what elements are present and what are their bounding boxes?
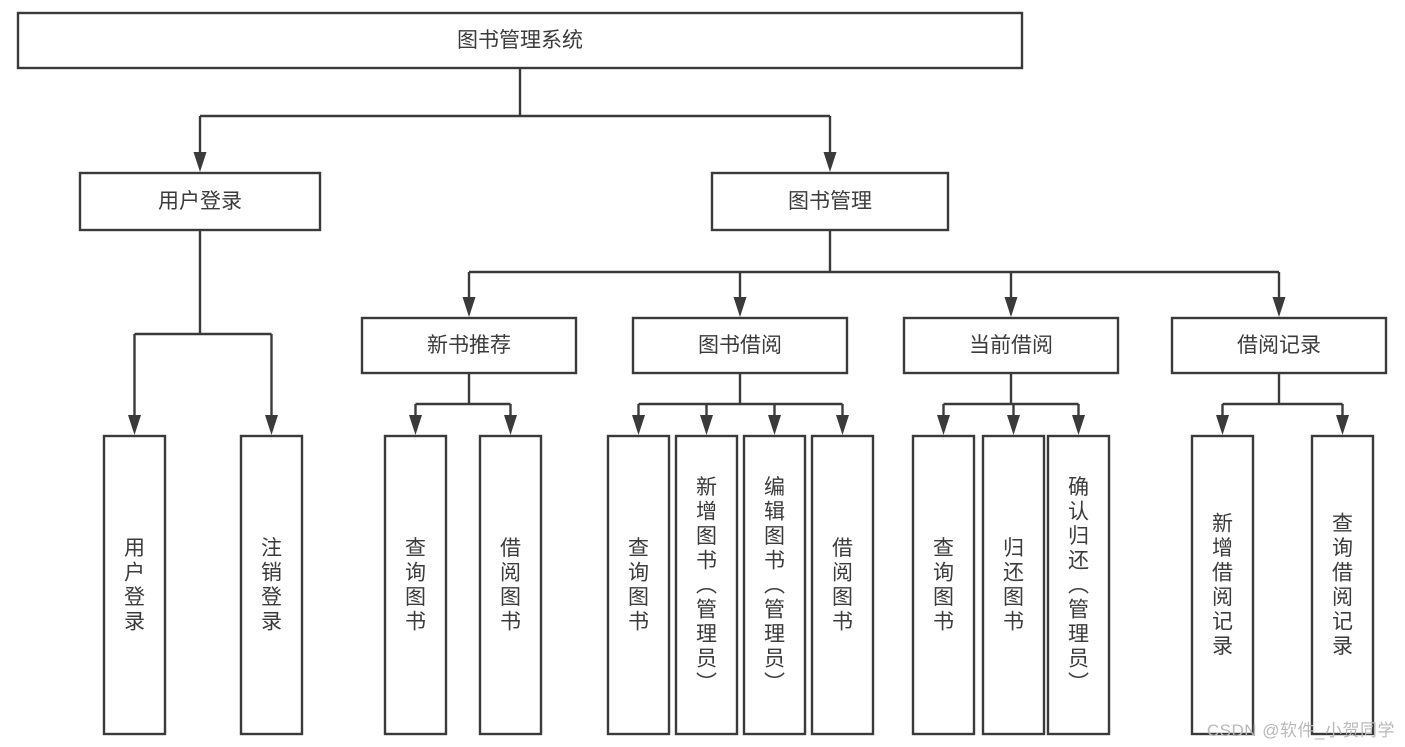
node-label-new-book-recommend: 新书推荐 <box>427 334 511 357</box>
edge-group-borrow-record <box>1216 373 1349 435</box>
arrow-head-icon <box>700 415 713 435</box>
arrow-head-icon <box>1072 415 1085 435</box>
node-leaf-add-book[interactable]: 新增图书︵管理员︶ <box>674 434 739 736</box>
node-book-borrow[interactable]: 图书借阅 <box>631 316 849 375</box>
arrow-head-icon <box>733 297 747 317</box>
node-label-user-login: 用户登录 <box>158 190 242 213</box>
node-box-leaf-confirm-return[interactable] <box>1046 434 1111 736</box>
node-label-leaf-logout: 注销登录 <box>261 537 282 634</box>
node-leaf-edit-book[interactable]: 编辑图书︵管理员︶ <box>742 434 807 736</box>
arrow-head-icon <box>504 415 517 435</box>
edge-group-new-book-recommend <box>409 373 517 435</box>
node-leaf-logout[interactable]: 注销登录 <box>239 434 304 736</box>
node-label-leaf-edit-book: 编辑图书︵管理员︶ <box>764 476 785 695</box>
node-box-leaf-query-book-1[interactable] <box>383 434 448 736</box>
arrow-head-icon <box>836 415 849 435</box>
arrow-head-icon <box>409 415 422 435</box>
node-box-book-manage[interactable] <box>710 171 950 232</box>
connector-layer <box>128 68 1349 435</box>
arrow-head-icon <box>1216 415 1229 435</box>
node-label-borrow-record: 借阅记录 <box>1237 334 1321 357</box>
node-box-new-book-recommend[interactable] <box>360 316 578 375</box>
edge-group-book-borrow <box>632 373 849 435</box>
node-current-borrow[interactable]: 当前借阅 <box>902 316 1120 375</box>
node-box-leaf-query-book-2[interactable] <box>606 434 671 736</box>
node-borrow-record[interactable]: 借阅记录 <box>1170 316 1388 375</box>
node-label-leaf-return-book: 归还图书 <box>1003 537 1024 634</box>
arrow-head-icon <box>193 152 207 172</box>
arrow-head-icon <box>128 415 141 435</box>
node-box-leaf-add-book[interactable] <box>674 434 739 736</box>
node-leaf-borrow-book-2[interactable]: 借阅图书 <box>810 434 875 736</box>
edge-group-current-borrow <box>937 373 1085 435</box>
node-box-borrow-record[interactable] <box>1170 316 1388 375</box>
arrow-head-icon <box>768 415 781 435</box>
node-label-leaf-query-book-2: 查询图书 <box>628 537 649 634</box>
node-label-current-borrow: 当前借阅 <box>969 334 1053 357</box>
node-user-login[interactable]: 用户登录 <box>78 171 322 232</box>
node-box-book-borrow[interactable] <box>631 316 849 375</box>
node-box-leaf-logout[interactable] <box>239 434 304 736</box>
edge-group-root <box>193 68 837 172</box>
node-label-leaf-confirm-return: 确认归还︵管理员︶ <box>1068 476 1089 695</box>
node-label-leaf-borrow-book-1: 借阅图书 <box>500 537 521 634</box>
arrow-head-icon <box>1004 297 1018 317</box>
node-leaf-query-book-2[interactable]: 查询图书 <box>606 434 671 736</box>
arrow-head-icon <box>1007 415 1020 435</box>
edge-group-book-manage <box>462 230 1286 317</box>
edge-group-user-login <box>128 230 278 435</box>
node-book-manage[interactable]: 图书管理 <box>710 171 950 232</box>
node-box-leaf-borrow-book-2[interactable] <box>810 434 875 736</box>
node-label-leaf-user-login: 用户登录 <box>124 537 145 634</box>
node-leaf-add-record[interactable]: 新增借阅记录 <box>1190 434 1255 736</box>
node-layer: 图书管理系统用户登录图书管理新书推荐图书借阅当前借阅借阅记录用户登录注销登录查询… <box>16 11 1388 736</box>
arrow-head-icon <box>1272 297 1286 317</box>
node-leaf-query-book-3[interactable]: 查询图书 <box>911 434 976 736</box>
node-leaf-query-record[interactable]: 查询借阅记录 <box>1310 434 1375 736</box>
node-box-current-borrow[interactable] <box>902 316 1120 375</box>
arrow-head-icon <box>265 415 278 435</box>
node-label-leaf-add-book: 新增图书︵管理员︶ <box>696 476 717 695</box>
arrow-head-icon <box>937 415 950 435</box>
node-label-leaf-borrow-book-2: 借阅图书 <box>832 537 853 634</box>
node-box-leaf-borrow-book-1[interactable] <box>478 434 543 736</box>
node-label-book-borrow: 图书借阅 <box>698 334 782 357</box>
node-box-leaf-add-record[interactable] <box>1190 434 1255 736</box>
node-box-leaf-user-login[interactable] <box>102 434 167 736</box>
node-label-root: 图书管理系统 <box>457 29 583 52</box>
node-root[interactable]: 图书管理系统 <box>16 11 1024 70</box>
node-box-leaf-return-book[interactable] <box>981 434 1046 736</box>
node-box-leaf-query-record[interactable] <box>1310 434 1375 736</box>
node-leaf-return-book[interactable]: 归还图书 <box>981 434 1046 736</box>
arrow-head-icon <box>462 297 476 317</box>
node-label-leaf-add-record: 新增借阅记录 <box>1212 513 1233 659</box>
node-leaf-query-book-1[interactable]: 查询图书 <box>383 434 448 736</box>
node-leaf-user-login[interactable]: 用户登录 <box>102 434 167 736</box>
node-leaf-borrow-book-1[interactable]: 借阅图书 <box>478 434 543 736</box>
node-label-leaf-query-book-1: 查询图书 <box>405 537 426 634</box>
arrow-head-icon <box>823 152 837 172</box>
arrow-head-icon <box>1336 415 1349 435</box>
arrow-head-icon <box>632 415 645 435</box>
node-leaf-confirm-return[interactable]: 确认归还︵管理员︶ <box>1046 434 1111 736</box>
node-label-book-manage: 图书管理 <box>788 190 872 213</box>
node-box-leaf-edit-book[interactable] <box>742 434 807 736</box>
node-new-book-recommend[interactable]: 新书推荐 <box>360 316 578 375</box>
node-box-root[interactable] <box>16 11 1024 70</box>
node-label-leaf-query-record: 查询借阅记录 <box>1332 513 1353 659</box>
node-box-leaf-query-book-3[interactable] <box>911 434 976 736</box>
node-box-user-login[interactable] <box>78 171 322 232</box>
node-label-leaf-query-book-3: 查询图书 <box>933 537 954 634</box>
